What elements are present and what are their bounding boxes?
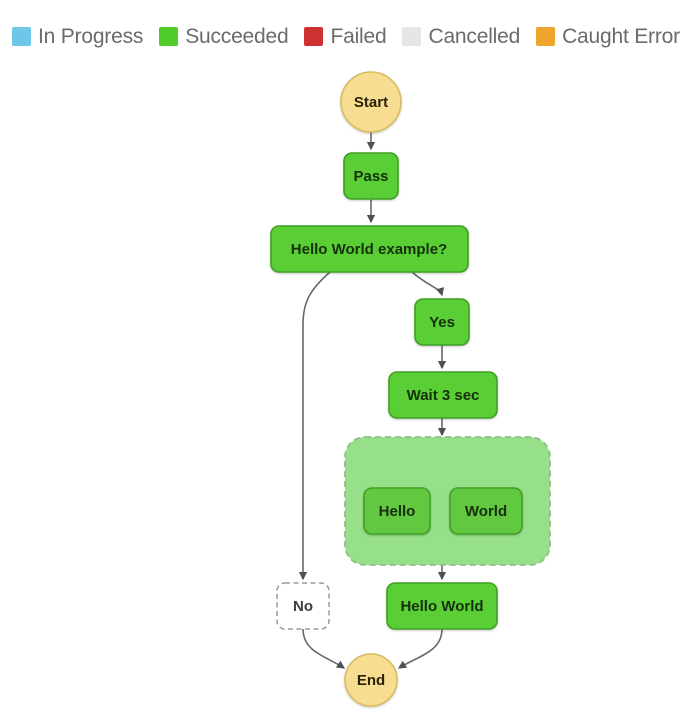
node-end-label: End: [357, 672, 385, 689]
node-wait-3-sec[interactable]: Wait 3 sec: [388, 371, 498, 419]
graph-canvas[interactable]: Start Pass Hello World example? Yes Wait…: [0, 56, 700, 722]
node-world-label: World: [465, 503, 507, 520]
legend-item-caught-error: Caught Error: [536, 26, 680, 47]
node-no[interactable]: No: [276, 582, 330, 630]
legend-label-failed: Failed: [330, 24, 387, 48]
status-legend: In Progress Succeeded Failed Cancelled C…: [12, 22, 688, 50]
edge-choice-to-no: [298, 271, 331, 581]
legend-item-failed: Failed: [304, 24, 387, 48]
legend-label-succeeded: Succeeded: [185, 24, 289, 48]
node-yes-label: Yes: [429, 314, 455, 331]
legend-label-caught-error: Caught Error: [562, 24, 680, 48]
edge-no-to-end: [302, 628, 346, 669]
status-swatch-caught-error: [536, 26, 556, 46]
node-pass-shape[interactable]: [343, 152, 399, 200]
edge-choice-to-yes: [411, 271, 445, 297]
graph-nodes[interactable]: Start Pass Hello World example? Yes Wait…: [270, 71, 523, 707]
legend-item-succeeded: Succeeded: [159, 24, 289, 48]
legend-label-in-progress: In Progress: [38, 24, 144, 48]
node-hello-world[interactable]: Hello World: [386, 582, 498, 630]
node-wait-label: Wait 3 sec: [407, 387, 480, 404]
node-end-shape[interactable]: [344, 653, 398, 707]
node-yes-shape[interactable]: [414, 298, 470, 346]
node-hello-label: Hello: [379, 503, 416, 520]
status-swatch-cancelled: [402, 26, 422, 46]
legend-item-cancelled: Cancelled: [402, 26, 520, 47]
node-choice-shape[interactable]: [270, 225, 469, 273]
node-world[interactable]: World: [449, 487, 523, 535]
legend-item-in-progress: In Progress: [12, 26, 143, 47]
node-pass[interactable]: Pass: [343, 152, 399, 200]
node-wait-shape[interactable]: [388, 371, 498, 419]
node-start-label: Start: [354, 94, 388, 111]
node-pass-label: Pass: [353, 168, 388, 185]
node-start-shape[interactable]: [340, 71, 402, 133]
status-swatch-failed: [304, 26, 324, 46]
status-swatch-succeeded: [159, 26, 179, 46]
node-hello-world-label: Hello World: [400, 598, 483, 615]
node-choice-label: Hello World example?: [291, 241, 447, 258]
node-start[interactable]: Start: [340, 71, 402, 133]
node-hello-shape[interactable]: [363, 487, 431, 535]
node-end[interactable]: End: [344, 653, 398, 707]
node-hello[interactable]: Hello: [363, 487, 431, 535]
node-yes[interactable]: Yes: [414, 298, 470, 346]
node-no-label: No: [293, 598, 313, 615]
node-no-shape[interactable]: [276, 582, 330, 630]
status-swatch-in-progress: [12, 26, 31, 46]
edge-helloworld-to-end: [397, 628, 443, 669]
legend-label-cancelled: Cancelled: [428, 24, 521, 48]
node-hello-world-example-choice[interactable]: Hello World example?: [270, 225, 469, 273]
node-hello-world-shape[interactable]: [386, 582, 498, 630]
node-world-shape[interactable]: [449, 487, 523, 535]
state-machine-graph[interactable]: Start Pass Hello World example? Yes Wait…: [0, 56, 700, 722]
